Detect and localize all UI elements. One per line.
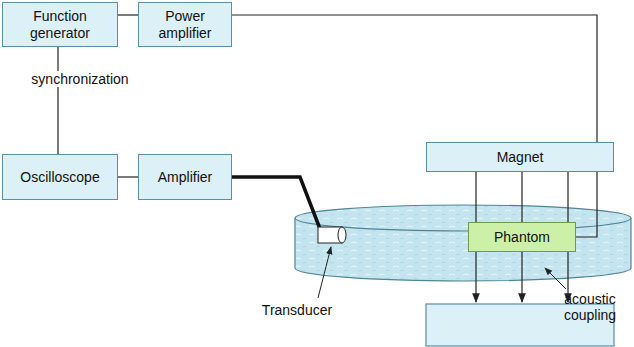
magnet-box: Magnet [426,142,614,172]
transducer-cable [232,177,322,234]
process-box: Amplifier [138,154,232,200]
phantom-box: Phantom [468,222,576,252]
box-label: Amplifier [158,169,212,185]
leader-line [318,247,331,298]
box-label: Power amplifier [144,8,226,40]
tank-rim [295,205,631,231]
edge-label: synchronization [29,71,130,87]
process-box: Oscilloscope [2,154,118,200]
connector-line [118,176,138,177]
leader-line [545,268,566,289]
process-box: Function generator [2,2,118,47]
transducer-face [338,227,346,243]
connector-line [232,15,597,237]
box-label: Magnet [497,149,544,165]
connector-line [118,14,138,15]
box-label: Function generator [8,8,112,40]
box-label: Oscilloscope [20,169,99,185]
process-box: Power amplifier [138,2,232,47]
box-label: Phantom [494,229,550,245]
connector-line [57,47,58,154]
callout-label: Transducer [252,302,342,318]
callout-label: acoustic coupling [548,291,632,323]
